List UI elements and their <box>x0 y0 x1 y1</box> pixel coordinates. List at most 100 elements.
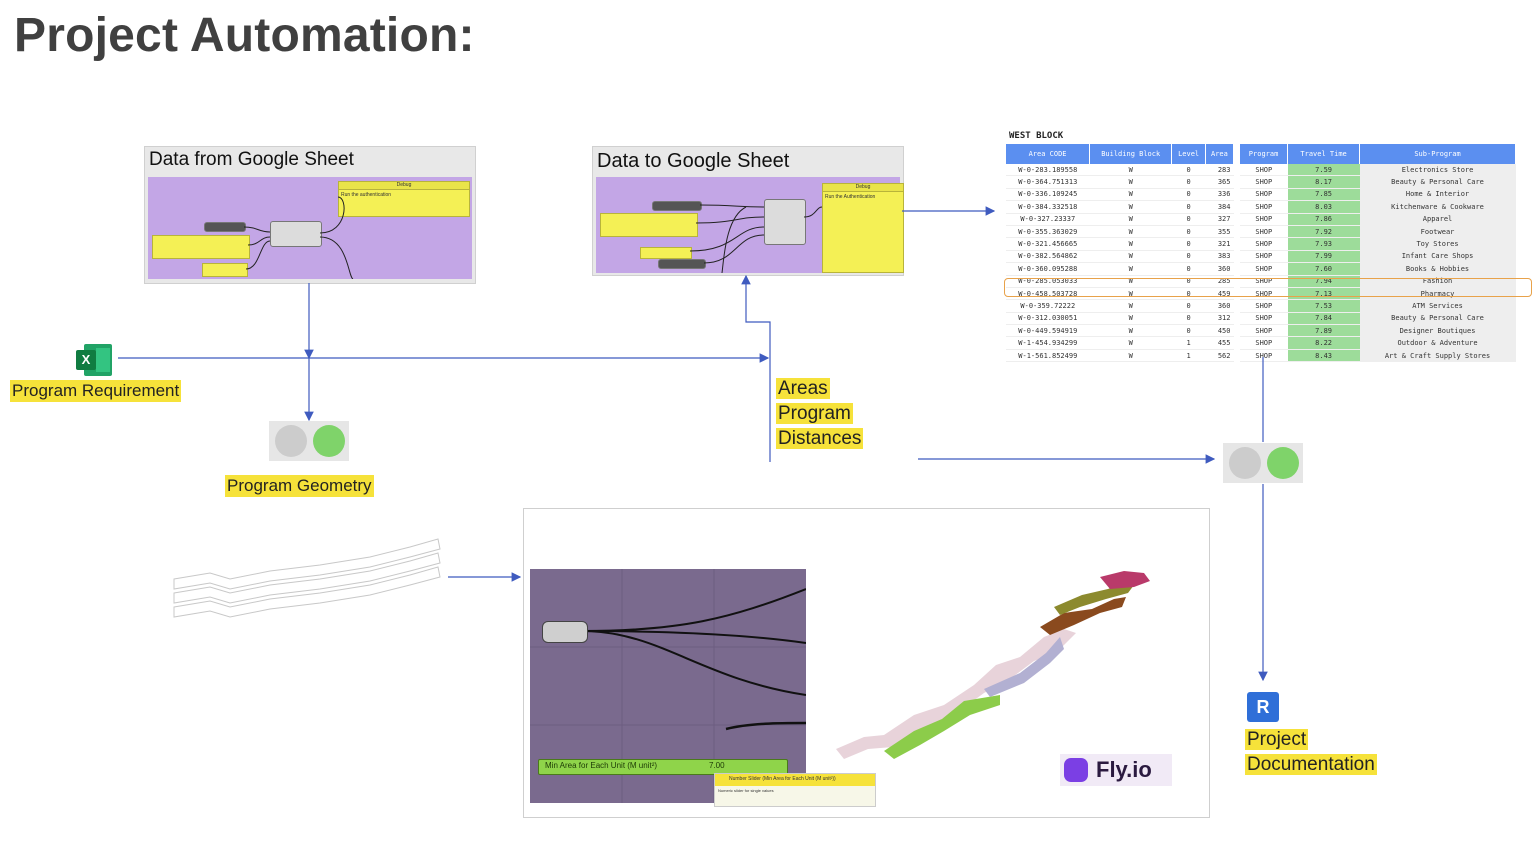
table-cell[interactable]: Infant Care Shops <box>1359 250 1516 264</box>
gsheet-read-node <box>270 221 322 247</box>
page-title: Project Automation: <box>14 9 475 62</box>
table-cell: 8.03 <box>1287 200 1360 214</box>
table-cell: 0 <box>1171 200 1206 214</box>
table-cell[interactable]: Kitchenware & Cookware <box>1359 200 1516 214</box>
table-cell: SHOP <box>1240 250 1288 264</box>
data-to-google-sheet-panel: Data to Google Sheet Debug Run the Authe… <box>592 146 904 276</box>
rhino-grasshopper-icon <box>269 421 349 461</box>
table-cell: W-0-360.095288 <box>1006 262 1090 276</box>
sheet-column-header: Building Block <box>1089 144 1173 164</box>
table-cell[interactable]: Designer Boutiques <box>1359 324 1516 338</box>
table-cell: SHOP <box>1240 287 1288 301</box>
areas-text: Areas <box>776 378 830 399</box>
toggle-node <box>652 201 702 211</box>
revit-icon: R <box>1247 692 1279 722</box>
table-cell: 562 <box>1205 349 1234 363</box>
canvas-wires <box>530 569 806 803</box>
table-cell: 0 <box>1171 237 1206 251</box>
table-cell[interactable]: Toy Stores <box>1359 237 1516 251</box>
table-cell: SHOP <box>1240 200 1288 214</box>
table-cell[interactable]: Beauty & Personal Care <box>1359 312 1516 326</box>
table-cell: 355 <box>1205 225 1234 239</box>
number-slider[interactable]: Min Area for Each Unit (M unit²) 7.00 <box>538 759 788 775</box>
table-cell: W <box>1089 324 1172 338</box>
table-cell: SHOP <box>1240 175 1288 189</box>
table-cell: W-0-321.456665 <box>1006 237 1090 251</box>
table-cell: 1 <box>1171 349 1206 363</box>
rhino-icon <box>1229 447 1261 479</box>
table-cell[interactable]: Books & Hobbies <box>1359 262 1516 276</box>
rhino-grasshopper-icon <box>1223 443 1303 483</box>
table-cell: SHOP <box>1240 336 1288 350</box>
table-cell[interactable]: Apparel <box>1359 213 1516 226</box>
table-cell[interactable]: Electronics Store <box>1359 164 1516 177</box>
table-cell: 365 <box>1205 175 1234 189</box>
tooltip-text: Numeric slider for single values <box>718 788 774 793</box>
table-cell[interactable]: Home & Interior <box>1359 188 1516 202</box>
table-cell: SHOP <box>1240 299 1288 313</box>
table-cell: 0 <box>1171 312 1206 326</box>
table-cell[interactable]: Art & Craft Supply Stores <box>1359 349 1516 363</box>
program-text: Program <box>776 403 853 424</box>
table-cell: 7.93 <box>1287 237 1360 251</box>
table-cell[interactable]: Footwear <box>1359 225 1516 239</box>
table-cell: W <box>1089 188 1172 202</box>
table-cell: W <box>1089 287 1172 301</box>
table-cell: 459 <box>1205 287 1234 301</box>
table-cell: W-0-449.594919 <box>1006 324 1090 338</box>
table-cell: 327 <box>1205 213 1234 226</box>
slider-tooltip: Number Slider (Min Area for Each Unit (M… <box>714 773 876 807</box>
table-cell: 312 <box>1205 312 1234 326</box>
table-cell: 360 <box>1205 262 1234 276</box>
table-cell: 7.53 <box>1287 299 1360 313</box>
table-cell: SHOP <box>1240 188 1288 202</box>
table-cell: W <box>1089 164 1172 177</box>
table-cell: 360 <box>1205 299 1234 313</box>
slider-label: Min Area for Each Unit (M unit²) <box>545 761 658 770</box>
documentation-text: Documentation <box>1245 754 1377 775</box>
panel-title: Data from Google Sheet <box>149 149 354 170</box>
debug-note-text: Run the authentication <box>341 192 392 198</box>
table-cell: 450 <box>1205 324 1234 338</box>
table-cell[interactable]: Outdoor & Adventure <box>1359 336 1516 350</box>
table-cell[interactable]: ATM Services <box>1359 299 1516 313</box>
table-cell[interactable]: Beauty & Personal Care <box>1359 175 1516 189</box>
wireframe-floor-stack <box>173 538 441 618</box>
table-cell: 455 <box>1205 336 1234 350</box>
table-cell: W-0-312.030051 <box>1006 312 1090 326</box>
table-cell: 0 <box>1171 164 1206 177</box>
table-cell: 7.85 <box>1287 188 1360 202</box>
flyio-logo: Fly.io <box>1060 754 1172 786</box>
massing-3d-view <box>836 571 1150 759</box>
table-cell: W-1-561.852499 <box>1006 349 1090 363</box>
table-cell: 0 <box>1171 324 1206 338</box>
project-documentation-label: Project Documentation <box>1245 728 1377 778</box>
sheet-block-title: WEST BLOCK <box>1009 131 1064 141</box>
table-cell: W-0-382.564862 <box>1006 250 1090 264</box>
table-cell: W-0-364.751313 <box>1006 175 1090 189</box>
table-cell: 0 <box>1171 250 1206 264</box>
table-cell: SHOP <box>1240 237 1288 251</box>
sheet-column-header: Sub-Program <box>1359 144 1516 164</box>
table-cell: W <box>1089 349 1172 363</box>
table-cell: 7.86 <box>1287 213 1360 226</box>
table-cell: SHOP <box>1240 312 1288 326</box>
table-cell: W-0-336.109245 <box>1006 188 1090 202</box>
table-cell: 321 <box>1205 237 1234 251</box>
